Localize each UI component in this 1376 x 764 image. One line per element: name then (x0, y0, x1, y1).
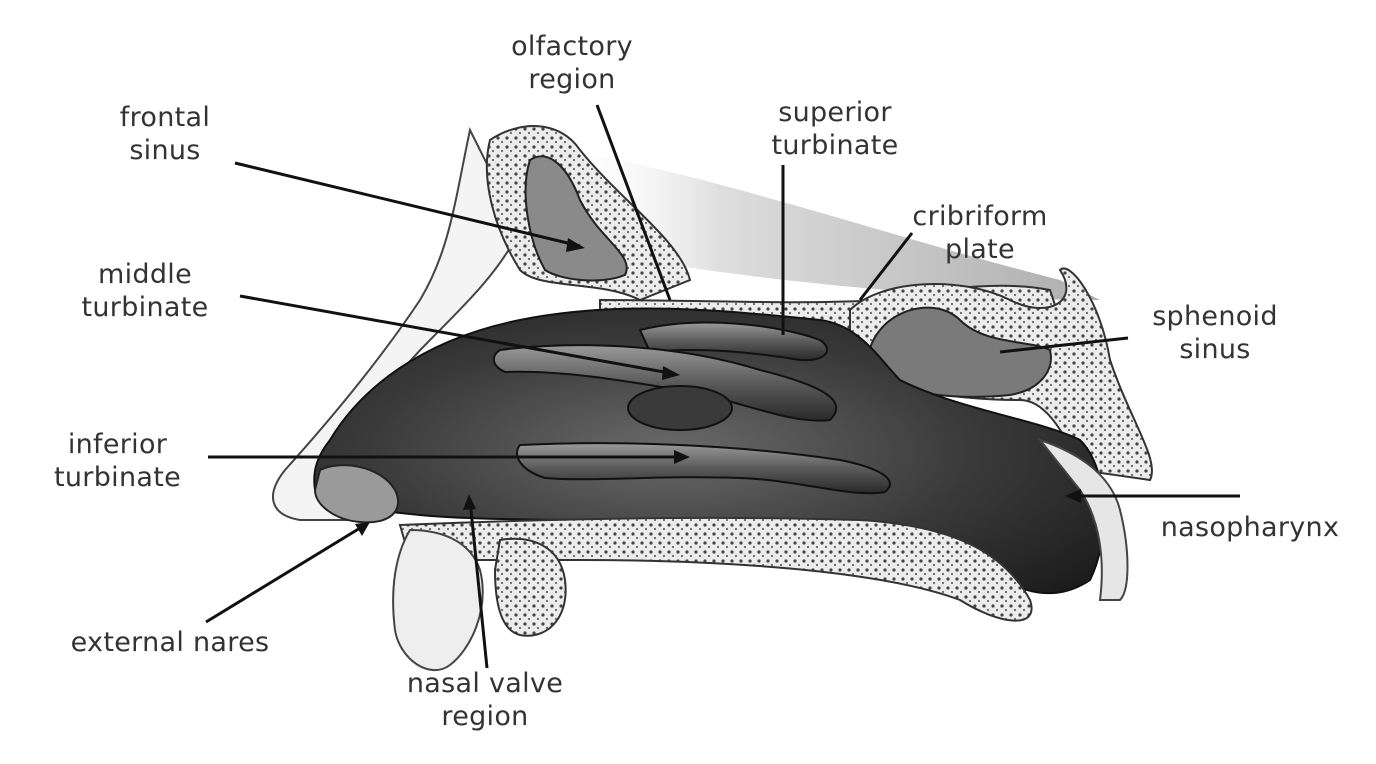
label-superior-turbinate-line1: superior (778, 97, 892, 128)
maxilla (392, 528, 484, 671)
leader-olfactory-region (595, 104, 672, 301)
arrowhead-external-nares (355, 522, 370, 536)
alveolar-bone (493, 537, 567, 637)
label-frontal-sinus: frontal sinus (95, 101, 235, 167)
label-olfactory-region-line2: region (528, 64, 616, 95)
arrowhead-frontal-sinus (566, 238, 585, 252)
label-external-nares: external nares (25, 626, 315, 659)
arrowhead-nasopharynx (1065, 489, 1081, 503)
arrowhead-middle-turbinate (662, 366, 680, 380)
label-nasopharynx: nasopharynx (1130, 511, 1370, 544)
middle-meatus-recess (627, 385, 733, 431)
leader-nasal-valve (468, 499, 489, 669)
label-inferior-turbinate-line2: turbinate (54, 462, 181, 493)
nose-tip (313, 464, 400, 524)
label-superior-turbinate-line2: turbinate (771, 130, 899, 161)
label-cribriform-plate: cribriform plate (880, 200, 1080, 266)
label-middle-turbinate-line2: turbinate (81, 292, 209, 323)
label-superior-turbinate: superior turbinate (745, 96, 925, 162)
leader-cribriform-plate (858, 232, 914, 301)
label-nasal-valve-region: nasal valve region (380, 667, 590, 733)
leader-sphenoid-sinus (999, 336, 1129, 354)
label-sphenoid-sinus: sphenoid sinus (1125, 300, 1305, 366)
label-cribriform-plate-line2: plate (945, 234, 1015, 265)
label-sphenoid-sinus-line2: sinus (1179, 334, 1251, 365)
leader-middle-turbinate (239, 294, 676, 376)
label-middle-turbinate-line1: middle (98, 259, 192, 290)
label-nasal-valve-region-line2: region (441, 701, 529, 732)
label-cribriform-plate-line1: cribriform (912, 201, 1048, 232)
leader-frontal-sinus (234, 161, 581, 248)
label-sphenoid-sinus-line1: sphenoid (1152, 301, 1278, 332)
label-external-nares-line1: external nares (70, 627, 270, 658)
nasopharynx-wall (1037, 437, 1129, 601)
arrowhead-inferior-turbinate (674, 450, 690, 464)
label-olfactory-region: olfactory region (497, 30, 647, 96)
arrowhead-nasal-valve (463, 494, 476, 510)
label-olfactory-region-line1: olfactory (511, 31, 633, 62)
middle-turbinate (492, 344, 837, 422)
label-nasal-valve-region-line1: nasal valve (406, 668, 564, 699)
label-frontal-sinus-line2: sinus (129, 135, 201, 166)
leader-lines (205, 104, 1240, 669)
skull-shadow (560, 150, 1100, 300)
leader-external-nares (205, 523, 366, 624)
hard-palate (398, 516, 1033, 622)
label-inferior-turbinate: inferior turbinate (25, 428, 210, 494)
arrowheads (355, 238, 1081, 536)
superior-turbinate (638, 321, 828, 362)
label-inferior-turbinate-line1: inferior (67, 429, 168, 460)
label-nasopharynx-line1: nasopharynx (1160, 512, 1340, 543)
label-frontal-sinus-line1: frontal (119, 102, 211, 133)
nasal-bone-profile (272, 127, 522, 521)
label-middle-turbinate: middle turbinate (55, 258, 235, 324)
